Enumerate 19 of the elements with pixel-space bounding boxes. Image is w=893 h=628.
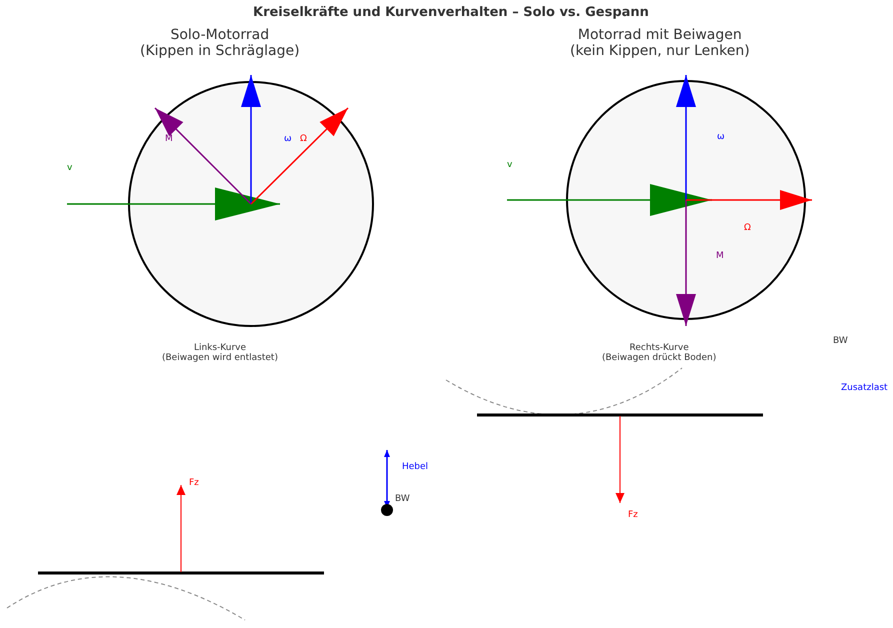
point-label: BW [833, 336, 848, 346]
case-caption: Links-Kurve (Beiwagen wird entlastet) [162, 343, 278, 364]
case-caption: Rechts-Kurve (Beiwagen drückt Boden) [602, 343, 716, 364]
force-label: Hebel [402, 462, 428, 472]
force-label: Fz [189, 478, 199, 488]
vector-label: Ω [744, 223, 751, 234]
vector-label: v [507, 160, 512, 170]
point-label: BW [395, 494, 410, 504]
vector-label: Ω [300, 134, 307, 144]
force-label: Zusatzlast [841, 383, 888, 394]
force-label: Fz [628, 510, 638, 520]
vector-label: ω [284, 134, 292, 144]
vector-label: v [67, 163, 72, 174]
panel-heading: Motorrad mit Beiwagen (kein Kippen, nur Lenken) [570, 27, 750, 60]
vector-label: M [165, 134, 173, 144]
vector-label: M [716, 251, 724, 262]
vector-label: ω [717, 132, 725, 142]
panel-heading: Solo-Motorrad (Kippen in Schräglage) [140, 27, 300, 60]
diagram-title: Kreiselkräfte und Kurvenverhalten – Solo vs. Gespann [253, 6, 649, 21]
